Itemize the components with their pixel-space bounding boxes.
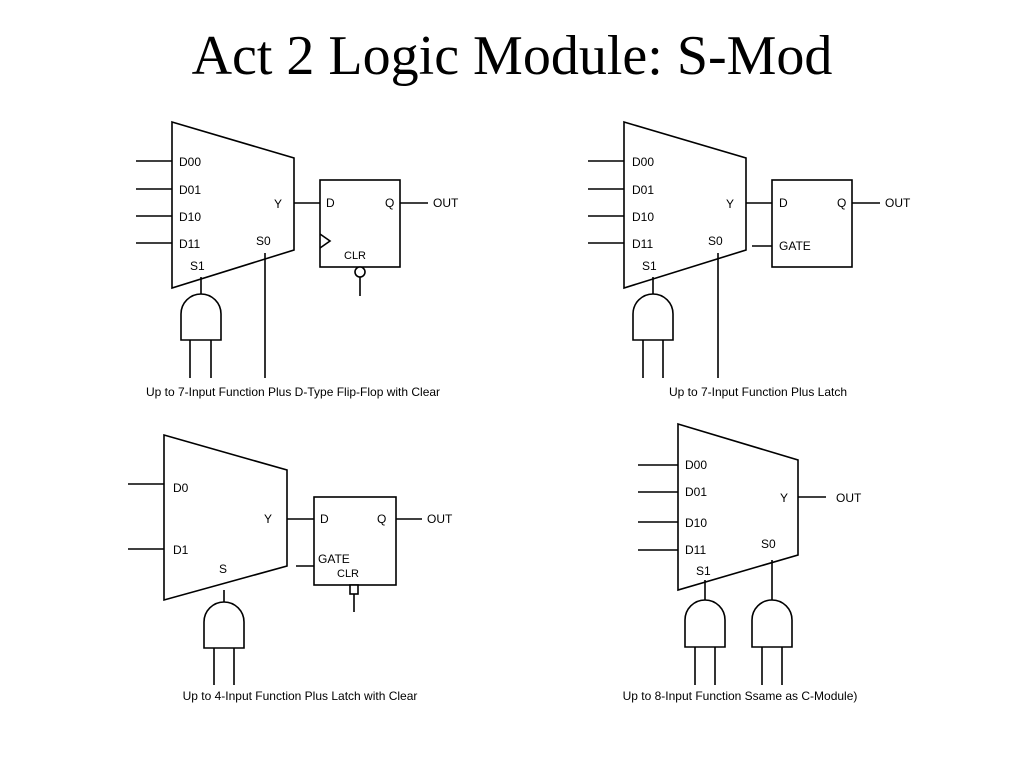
output-label: OUT: [885, 196, 911, 210]
clock-triangle: [319, 233, 332, 249]
flip-flop: [319, 179, 401, 268]
mux-input-label: D11: [632, 237, 653, 251]
latch-with-clear: [313, 496, 397, 586]
page-title: Act 2 Logic Module: S-Mod: [191, 25, 833, 87]
mux-4to1: [677, 422, 799, 592]
caption: Up to 7-Input Function Plus D-Type Flip-…: [146, 385, 440, 399]
select-label: S0: [256, 234, 271, 248]
caption: Up to 4-Input Function Plus Latch with C…: [183, 689, 418, 703]
latch: [771, 179, 853, 268]
mux-4to1: [171, 120, 295, 290]
mux-output-label: Y: [780, 491, 788, 505]
output-label: OUT: [836, 491, 862, 505]
mux-output-label: Y: [274, 197, 282, 211]
mux-input-label: D00: [179, 155, 201, 169]
and-gate: [180, 293, 222, 341]
latch-gate-label: GATE: [779, 239, 811, 253]
mux-input-label: D01: [632, 183, 654, 197]
ff-d-label: D: [326, 196, 335, 210]
diagram-latch-with-clear: D0 D1 Y S D Q GATE CLR OUT Up to 4-Input…: [128, 433, 453, 703]
clr-input-marker: [349, 584, 359, 595]
diagram-flipflop-with-clear: D00 D01 D10 D11 Y S0 S1 D Q CLR OUT Up t…: [136, 120, 459, 399]
mux-4to1: [623, 120, 747, 290]
mux-input-label: D01: [179, 183, 201, 197]
mux-input-label: D10: [632, 210, 654, 224]
mux-output-label: Y: [264, 512, 272, 526]
and-gate: [203, 601, 245, 649]
select-label: S: [219, 562, 227, 576]
select-label: S0: [708, 234, 723, 248]
and-gate: [684, 599, 726, 648]
output-label: OUT: [427, 512, 453, 526]
latch-gate-label: GATE: [318, 552, 350, 566]
latch-q-label: Q: [837, 196, 846, 210]
latch-d-label: D: [779, 196, 788, 210]
mux-input-label: D10: [179, 210, 201, 224]
mux-input-label: D11: [179, 237, 200, 251]
mux-input-label: D10: [685, 516, 707, 530]
ff-clr-label: CLR: [344, 250, 366, 262]
mux-input-label: D00: [685, 458, 707, 472]
caption: Up to 7-Input Function Plus Latch: [669, 385, 847, 399]
select-label: S1: [696, 564, 711, 578]
ff-q-label: Q: [385, 196, 394, 210]
clr-inversion-bubble: [354, 266, 366, 278]
select-label: S0: [761, 537, 776, 551]
select-label: S1: [190, 259, 205, 273]
diagram-c-module-equivalent: D00 D01 D10 D11 Y S0 S1 OUT Up to 8-Inpu…: [623, 422, 862, 703]
output-label: OUT: [433, 196, 459, 210]
latch-q-label: Q: [377, 512, 386, 526]
mux-input-label: D11: [685, 543, 706, 557]
mux-output-label: Y: [726, 197, 734, 211]
select-label: S1: [642, 259, 657, 273]
mux-input-label: D1: [173, 543, 189, 557]
latch-d-label: D: [320, 512, 329, 526]
mux-input-label: D00: [632, 155, 654, 169]
and-gate: [632, 293, 674, 341]
latch-clr-label: CLR: [337, 568, 359, 580]
diagram-latch: D00 D01 D10 D11 Y S0 S1 D Q GATE OUT Up …: [588, 120, 911, 399]
and-gate: [751, 599, 793, 648]
mux-input-label: D01: [685, 485, 707, 499]
caption: Up to 8-Input Function Ssame as C-Module…: [623, 689, 858, 703]
mux-2to1: [163, 433, 288, 602]
mux-input-label: D0: [173, 481, 189, 495]
